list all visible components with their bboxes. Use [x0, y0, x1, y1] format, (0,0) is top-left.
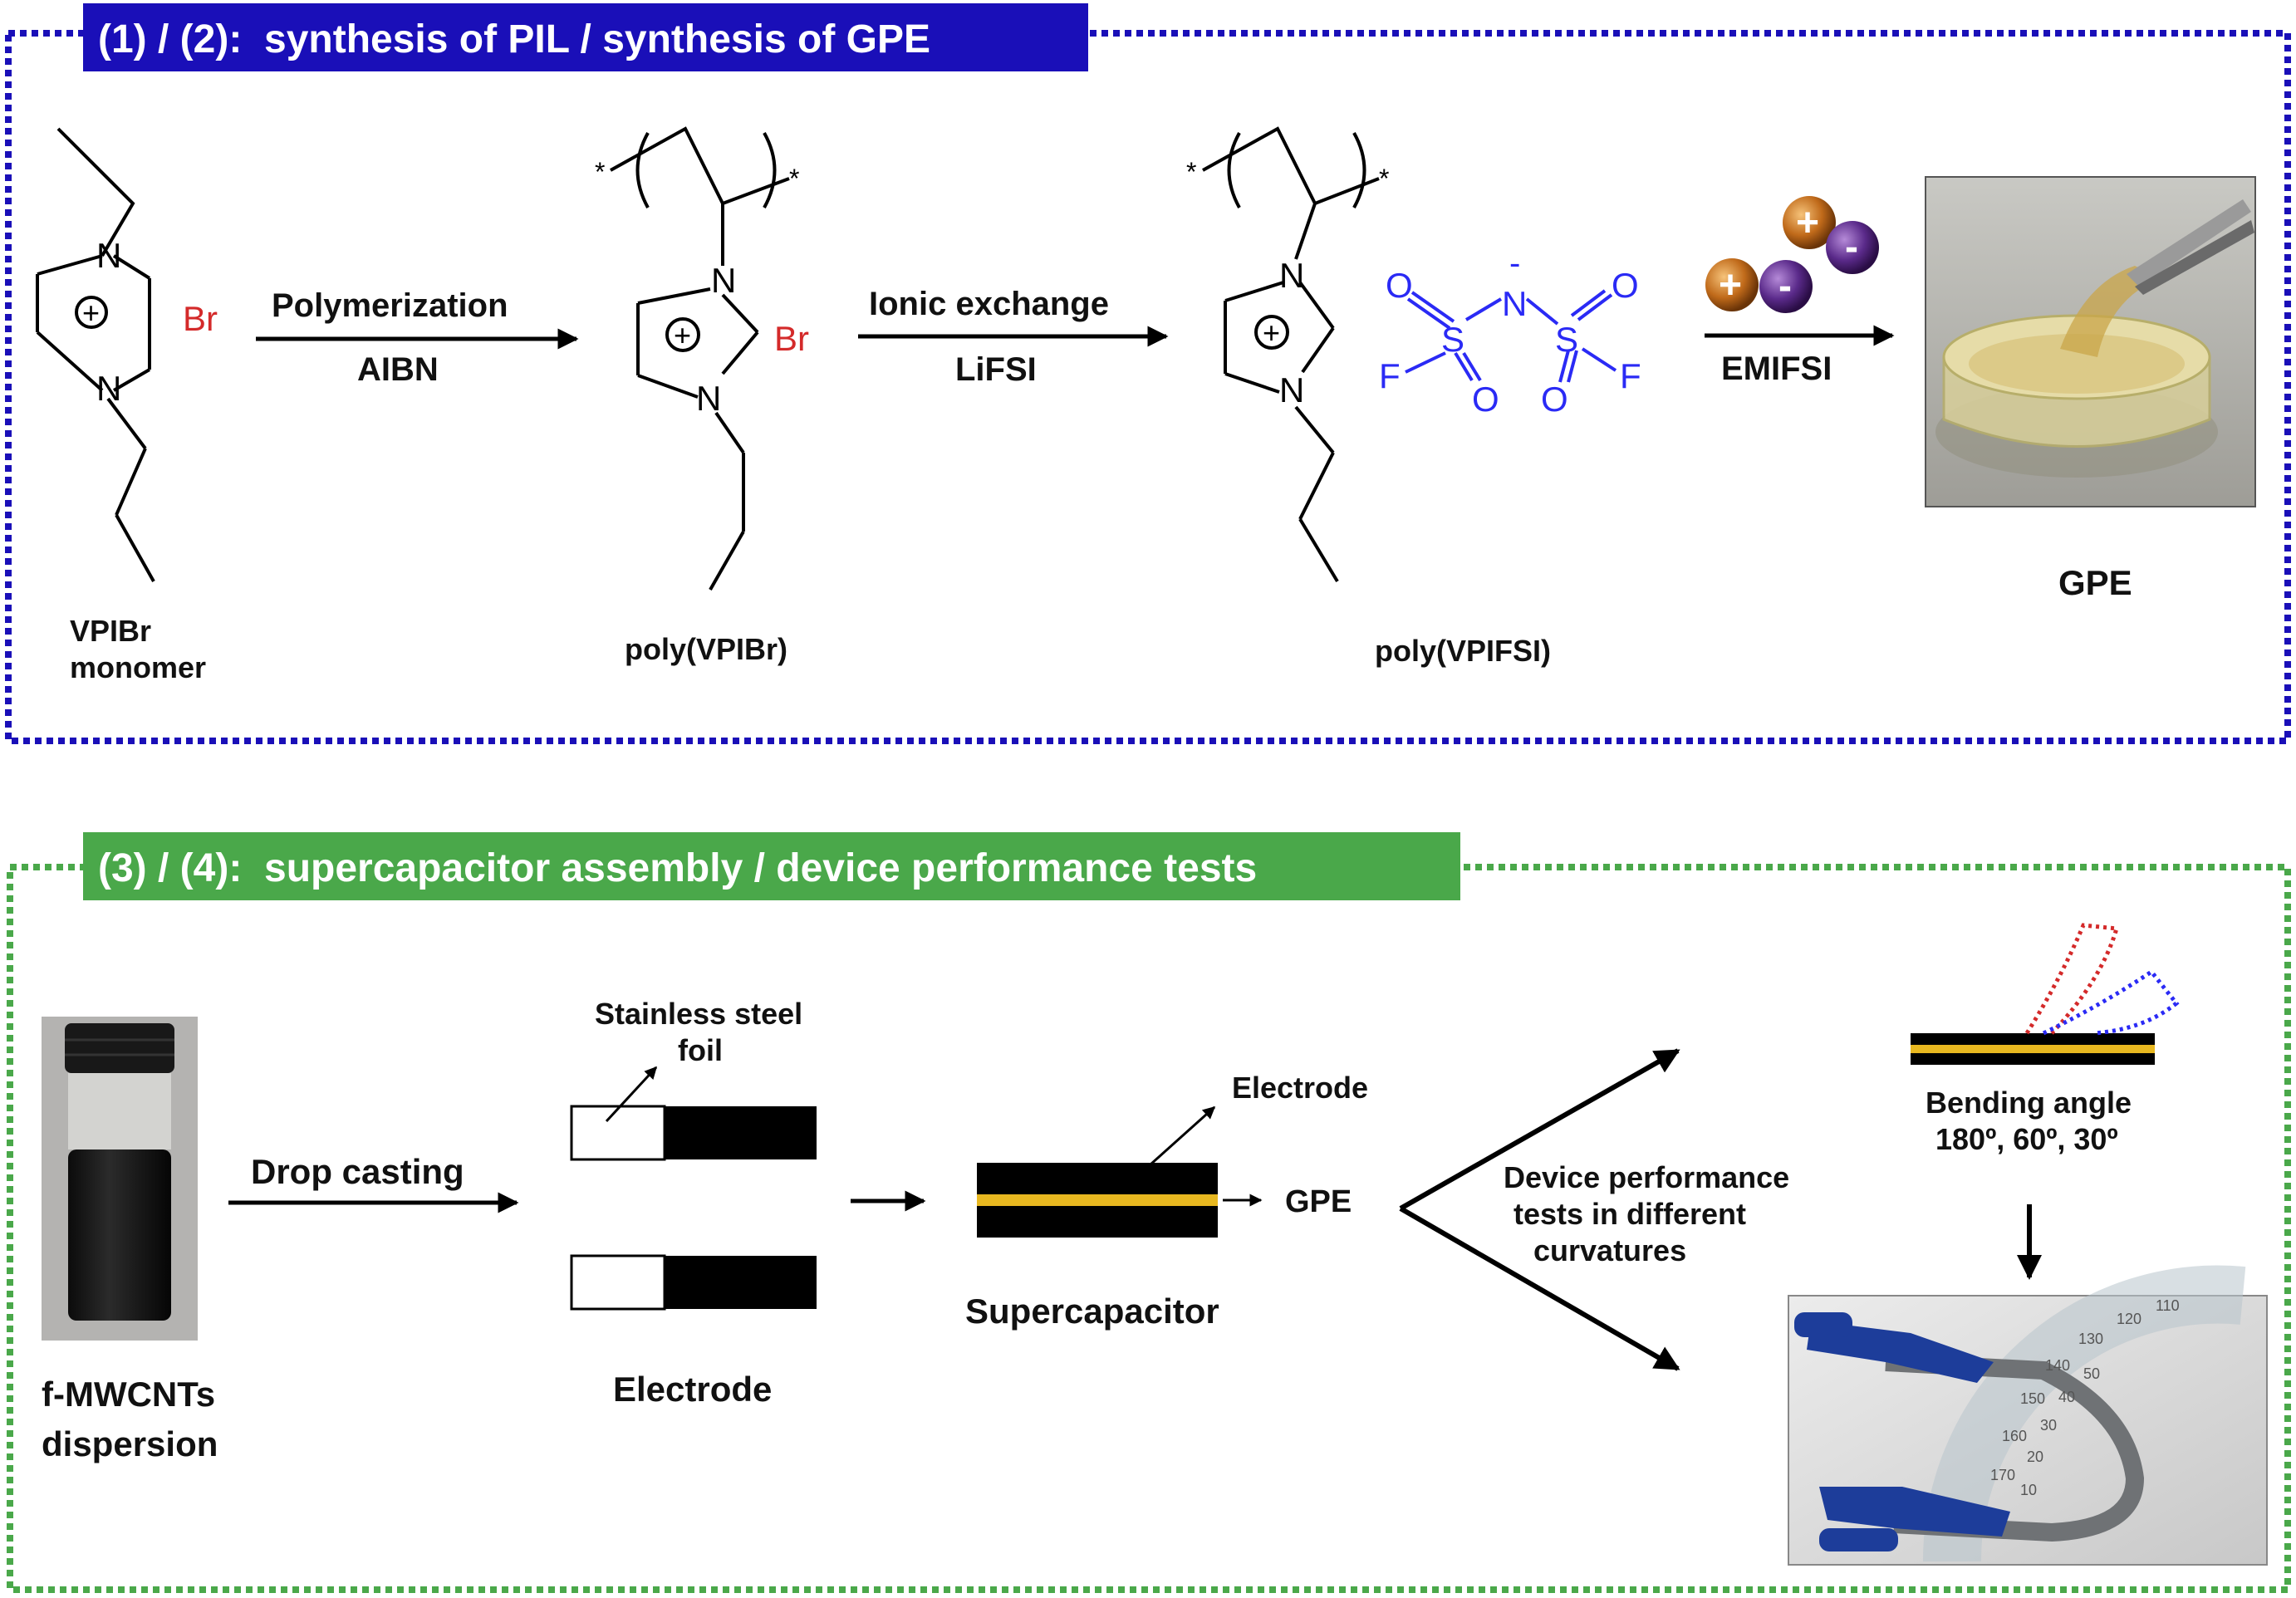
- fsi-n: N: [1502, 284, 1527, 323]
- protractor-tick-20: 20: [2027, 1448, 2043, 1465]
- dispersion-vial-photo: [42, 1017, 198, 1341]
- protractor-tick-170: 170: [1990, 1467, 2015, 1483]
- panel-2-title: (3) / (4): supercapacitor assembly / dev…: [98, 846, 1257, 890]
- poly2-n1: N: [1279, 256, 1304, 295]
- tests-label-line1: Device performance: [1504, 1160, 1789, 1194]
- poly1-n3: N: [696, 379, 721, 418]
- protractor-tick-110: 110: [2156, 1297, 2180, 1314]
- monomer-label-line2: monomer: [70, 650, 206, 684]
- monomer-bromide: Br: [183, 299, 218, 338]
- protractor-scale: 110 120 130 140 150 160 170 10 20 30 40 …: [1990, 1297, 2180, 1498]
- poly2-star-left: *: [1186, 157, 1196, 187]
- poly-vpifsi-label: poly(VPIFSI): [1375, 634, 1551, 668]
- electrode-callout-arrow: [1149, 1105, 1216, 1166]
- bending-test-photo: [1788, 1265, 2268, 1566]
- ball-plus-1: +: [1796, 201, 1819, 245]
- fsi-o4: O: [1541, 380, 1568, 419]
- panel-1-border: [5, 30, 2291, 744]
- poly2-star-right: *: [1379, 164, 1389, 194]
- panel-2: (3) / (4): supercapacitor assembly / dev…: [7, 832, 2291, 1593]
- fork-arrow-down: [1399, 1206, 1680, 1371]
- monomer-n1: N: [96, 236, 121, 275]
- poly-vpifsi-structure: [1202, 126, 1380, 583]
- fsi-o3: O: [1612, 266, 1639, 305]
- poly1-star-right: *: [789, 164, 799, 194]
- poly1-n1: N: [711, 261, 736, 300]
- fsi-s1: S: [1441, 320, 1464, 359]
- panel-1-title-bar: [83, 3, 1088, 71]
- electrode-bottom: [570, 1254, 817, 1311]
- poly-vpibr-structure: [610, 126, 790, 591]
- drop-casting-label: Drop casting: [251, 1152, 464, 1191]
- fsi-f1: F: [1379, 356, 1401, 395]
- protractor-tick-150: 150: [2020, 1390, 2045, 1407]
- polymerization-label: Polymerization: [272, 287, 508, 324]
- protractor-tick-50: 50: [2083, 1365, 2100, 1382]
- poly1-star-left: *: [595, 157, 605, 187]
- foil-pointer: [605, 1066, 658, 1123]
- bending-label-line1: Bending angle: [1926, 1086, 2132, 1120]
- ball-minus-1: -: [1845, 225, 1858, 269]
- protractor-tick-140: 140: [2045, 1357, 2070, 1374]
- protractor-tick-160: 160: [2002, 1428, 2027, 1444]
- protractor-tick-130: 130: [2078, 1331, 2103, 1347]
- monomer-plus: +: [82, 296, 100, 330]
- fsi-o1: O: [1386, 266, 1413, 305]
- electrode-label: Electrode: [613, 1370, 772, 1409]
- bending-schematic: [1911, 923, 2180, 1065]
- fork-arrow-up: [1399, 1048, 1680, 1211]
- protractor-tick-40: 40: [2058, 1389, 2075, 1405]
- panel-1: (1) / (2): synthesis of PIL / synthesis …: [5, 3, 2291, 744]
- electrode-callout: Electrode: [1232, 1071, 1368, 1105]
- ball-plus-2: +: [1719, 263, 1742, 307]
- poly2-plus: +: [1263, 316, 1280, 350]
- ball-minus-2: -: [1778, 264, 1792, 308]
- foil-label-line2: foil: [678, 1033, 723, 1067]
- dispersion-label-line1: f-MWCNTs: [42, 1375, 215, 1414]
- poly1-bromide: Br: [774, 319, 809, 358]
- ionic-exchange-label: Ionic exchange: [869, 286, 1109, 322]
- poly-vpibr-label: poly(VPIBr): [625, 632, 787, 666]
- protractor-tick-10: 10: [2020, 1482, 2037, 1498]
- poly1-plus: +: [674, 318, 691, 352]
- fsi-minus: -: [1509, 245, 1520, 282]
- dispersion-label-line2: dispersion: [42, 1424, 218, 1463]
- tests-label-line3: curvatures: [1533, 1233, 1686, 1267]
- fsi-anion-structure: [1405, 289, 1617, 383]
- monomer-n3: N: [96, 369, 121, 408]
- fsi-o2: O: [1472, 380, 1499, 419]
- gpe-photo: [1925, 176, 2256, 507]
- foil-label-line1: Stainless steel: [595, 997, 802, 1031]
- poly2-n3: N: [1279, 370, 1304, 409]
- ionic-liquid-icon: [1705, 196, 1879, 313]
- emifsi-label: EMIFSI: [1721, 350, 1832, 387]
- gpe-callout: GPE: [1285, 1184, 1352, 1219]
- protractor-tick-30: 30: [2040, 1417, 2057, 1434]
- panel-2-title-bar: [83, 832, 1460, 900]
- gpe-label: GPE: [2058, 563, 2132, 602]
- fsi-s2: S: [1555, 320, 1578, 359]
- tests-label-line2: tests in different: [1513, 1197, 1746, 1231]
- lifsi-label: LiFSI: [955, 351, 1037, 388]
- panel-1-title: (1) / (2): synthesis of PIL / synthesis …: [98, 17, 930, 61]
- monomer-structure: [36, 127, 155, 582]
- aibn-label: AIBN: [357, 351, 439, 388]
- supercapacitor-stack: [977, 1163, 1218, 1238]
- supercapacitor-label: Supercapacitor: [965, 1292, 1219, 1331]
- bending-label-line2: 180º, 60º, 30º: [1935, 1122, 2118, 1156]
- protractor-tick-120: 120: [2117, 1311, 2141, 1327]
- monomer-label-line1: VPIBr: [70, 614, 151, 648]
- fsi-f2: F: [1620, 356, 1641, 395]
- electrode-top: [570, 1105, 817, 1161]
